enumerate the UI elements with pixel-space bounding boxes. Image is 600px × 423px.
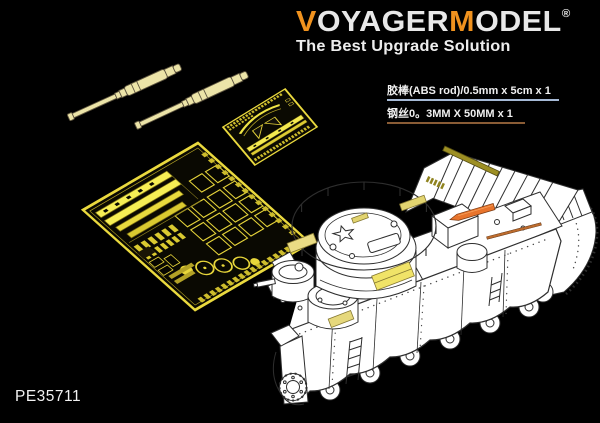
abs-rod-callout-text: 胶棒(ABS rod)/0.5mm x 5cm x 1 xyxy=(387,85,551,97)
abs-rod-highlight xyxy=(449,203,496,221)
brand-tagline: The Best Upgrade Solution xyxy=(296,38,511,55)
abs-rod-callout-underline xyxy=(387,99,559,101)
brand-letter-v: V xyxy=(296,6,317,38)
brand-letters-oyager: OYAGER xyxy=(316,6,450,38)
brand-logo: VOYAGERMODEL® The Best Upgrade Solution xyxy=(296,8,570,55)
machine-gun-turret xyxy=(252,260,315,303)
brand-letter-m: M xyxy=(449,6,476,38)
turret-star xyxy=(331,224,355,243)
abs-rod-barrels xyxy=(66,61,250,132)
side-skirt xyxy=(282,228,562,404)
fitted-pe-parts xyxy=(286,145,500,329)
steel-wire-callout-text: 钢丝0。3MM X 50MM x 1 xyxy=(387,108,513,120)
abs-rod-callout: 胶棒(ABS rod)/0.5mm x 5cm x 1 xyxy=(387,82,559,101)
handrail-ring xyxy=(291,181,437,271)
registered-mark: ® xyxy=(561,8,571,20)
product-code: PE35711 xyxy=(15,388,82,405)
tank-line-art xyxy=(252,145,599,406)
spec-callouts: 胶棒(ABS rod)/0.5mm x 5cm x 1 钢丝0。3MM X 50… xyxy=(387,82,559,124)
main-turret xyxy=(315,207,417,300)
pe-fret-large xyxy=(80,141,313,312)
steel-wire-highlight xyxy=(486,222,542,240)
brand-wordmark: VOYAGERMODEL® xyxy=(296,8,570,37)
steel-wire-callout: 钢丝0。3MM X 50MM x 1 xyxy=(387,105,525,124)
side-ladder-rear xyxy=(488,272,503,307)
brand-letters-odel: ODEL xyxy=(475,6,562,38)
side-ladder-front xyxy=(345,336,363,385)
steel-wire-callout-underline xyxy=(387,122,525,124)
pe-fret-small xyxy=(221,88,319,166)
